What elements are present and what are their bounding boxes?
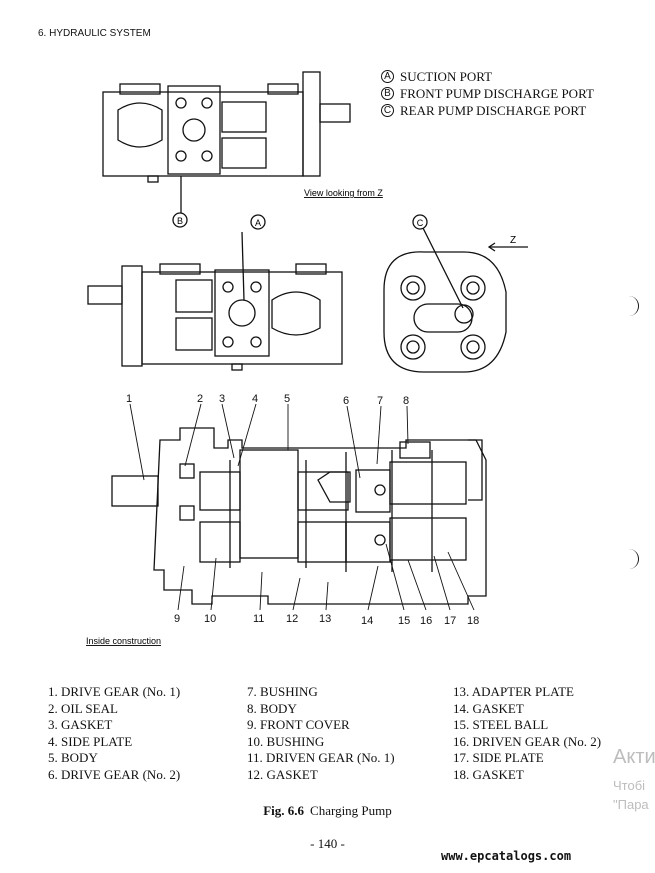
site-url-link[interactable]: www.epcatalogs.com xyxy=(441,849,572,863)
callout-4: 4 xyxy=(252,393,258,405)
callout-8: 8 xyxy=(403,395,409,407)
watermark-line-1: Акти xyxy=(613,746,655,768)
part-item: 9. FRONT COVER xyxy=(247,717,350,733)
circled-letter-a: A xyxy=(381,70,394,83)
callout-numbers: 1 2 3 4 5 6 7 8 9 10 11 12 13 14 15 16 1… xyxy=(126,393,479,627)
callout-5: 5 xyxy=(284,393,290,405)
callout-3: 3 xyxy=(219,393,225,405)
callout-1: 1 xyxy=(126,393,132,405)
callout-b-letter: B xyxy=(177,216,183,226)
z-label: Z xyxy=(510,235,516,246)
legend-row-b: B FRONT PUMP DISCHARGE PORT xyxy=(381,85,594,102)
watermark-line-3: "Пара xyxy=(613,797,649,812)
callout-9: 9 xyxy=(174,613,180,625)
callout-a-letter: A xyxy=(255,218,261,228)
legend-label-a: SUCTION PORT xyxy=(400,69,493,84)
circled-letter-b: B xyxy=(381,87,394,100)
view-note: View looking from Z xyxy=(304,188,383,198)
leader-lines xyxy=(129,403,475,611)
legend-label-b: FRONT PUMP DISCHARGE PORT xyxy=(400,86,594,101)
callout-16: 16 xyxy=(420,615,432,627)
callout-7: 7 xyxy=(377,395,383,407)
callout-b-top xyxy=(172,212,188,228)
callout-13: 13 xyxy=(319,613,331,625)
end-view-drawing xyxy=(383,227,507,373)
top-view-drawing xyxy=(102,71,351,213)
circled-letter-c: C xyxy=(381,104,394,117)
callout-15: 15 xyxy=(398,615,410,627)
callout-14: 14 xyxy=(361,615,373,627)
callout-18: 18 xyxy=(467,615,479,627)
part-item: 6. DRIVE GEAR (No. 2) xyxy=(48,766,181,782)
callout-a xyxy=(250,214,266,230)
part-item: 12. GASKET xyxy=(247,766,318,782)
part-item: 15. STEEL BALL xyxy=(453,717,549,733)
callout-6: 6 xyxy=(343,395,349,407)
callout-c-letter: C xyxy=(417,218,424,228)
legend-row-c: C REAR PUMP DISCHARGE PORT xyxy=(381,102,594,119)
figure-caption: Fig. 6.6 Charging Pump xyxy=(0,803,655,819)
port-legend: A SUCTION PORT B FRONT PUMP DISCHARGE PO… xyxy=(381,68,594,119)
callout-c xyxy=(412,214,428,230)
part-item: 14. GASKET xyxy=(453,700,524,716)
parts-column-3: 13. ADAPTER PLATE 14. GASKET 15. STEEL B… xyxy=(453,684,601,784)
legend-row-a: A SUCTION PORT xyxy=(381,68,594,85)
page-number: - 140 - xyxy=(310,836,345,851)
callout-17: 17 xyxy=(444,615,456,627)
part-item: 17. SIDE PLATE xyxy=(453,750,544,766)
figure-title: Charging Pump xyxy=(310,803,392,818)
part-item: 1. DRIVE GEAR (No. 1) xyxy=(48,684,181,699)
section-header: 6. HYDRAULIC SYSTEM xyxy=(38,28,151,39)
parts-column-2: 7. BUSHING 8. BODY 9. FRONT COVER 10. BU… xyxy=(247,684,395,784)
part-item: 13. ADAPTER PLATE xyxy=(453,684,574,699)
part-item: 16. DRIVEN GEAR (No. 2) xyxy=(453,733,602,749)
part-item: 5. BODY xyxy=(48,750,98,766)
part-item: 3. GASKET xyxy=(48,717,113,733)
callout-12: 12 xyxy=(286,613,298,625)
parts-column-1: 1. DRIVE GEAR (No. 1) 2. OIL SEAL 3. GAS… xyxy=(48,684,180,784)
binding-mark-lower xyxy=(628,549,639,569)
binding-mark-upper xyxy=(628,296,639,316)
legend-label-c: REAR PUMP DISCHARGE PORT xyxy=(400,103,587,118)
callout-11: 11 xyxy=(253,613,264,625)
part-item: 11. DRIVEN GEAR (No. 1) xyxy=(247,750,395,766)
part-item: 4. SIDE PLATE xyxy=(48,733,133,749)
part-item: 8. BODY xyxy=(247,700,297,716)
part-item: 10. BUSHING xyxy=(247,733,325,749)
watermark-line-2: Чтобі xyxy=(613,778,646,793)
part-item: 18. GASKET xyxy=(453,766,524,782)
figure-number: Fig. 6.6 xyxy=(263,803,305,818)
inside-construction-label: Inside construction xyxy=(86,636,161,646)
part-item: 7. BUSHING xyxy=(247,684,318,699)
pump-drawings: B A C View looking from Z Z 1 2 3 4 5 6 … xyxy=(86,71,528,646)
sectional-view-drawing xyxy=(111,427,487,605)
callout-10: 10 xyxy=(204,613,216,625)
front-view-drawing xyxy=(87,231,343,371)
callout-2: 2 xyxy=(197,393,203,405)
part-item: 2. OIL SEAL xyxy=(48,700,118,716)
